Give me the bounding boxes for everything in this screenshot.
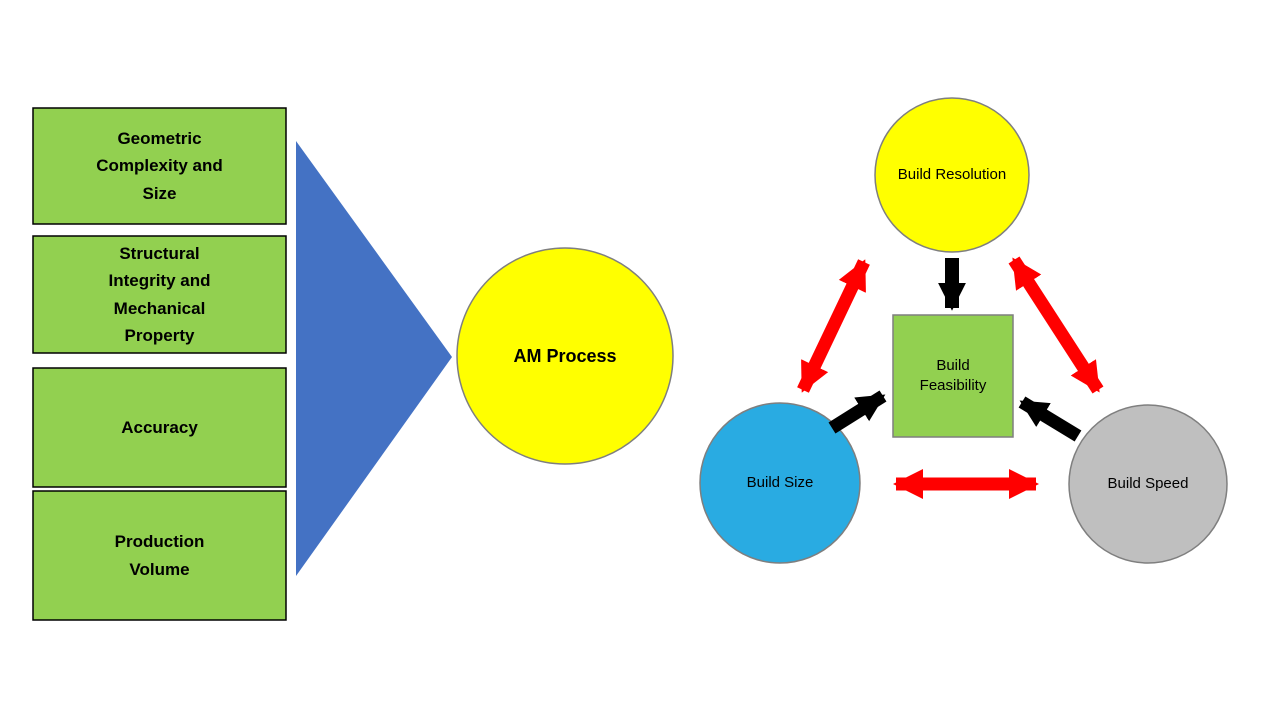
build-feasibility-square-shape [892,314,1014,438]
input-box-shape-production [32,490,287,621]
red-double-arrow-resolution-size [797,259,870,393]
build-resolution-circle-shape [874,97,1030,253]
build-size-circle-shape [699,402,861,564]
input-box-shape-structural [32,235,287,354]
input-box-shape-geometric [32,107,287,225]
black-arrow-speed-feasibility [1018,396,1082,442]
build-speed-circle-shape [1068,404,1228,564]
red-double-arrow-resolution-speed [1008,256,1104,394]
am-process-circle-shape [456,247,674,465]
funnel-triangle-icon [296,141,452,576]
black-arrow-size-feasibility [828,390,887,434]
input-box-shape-accuracy [32,367,287,488]
